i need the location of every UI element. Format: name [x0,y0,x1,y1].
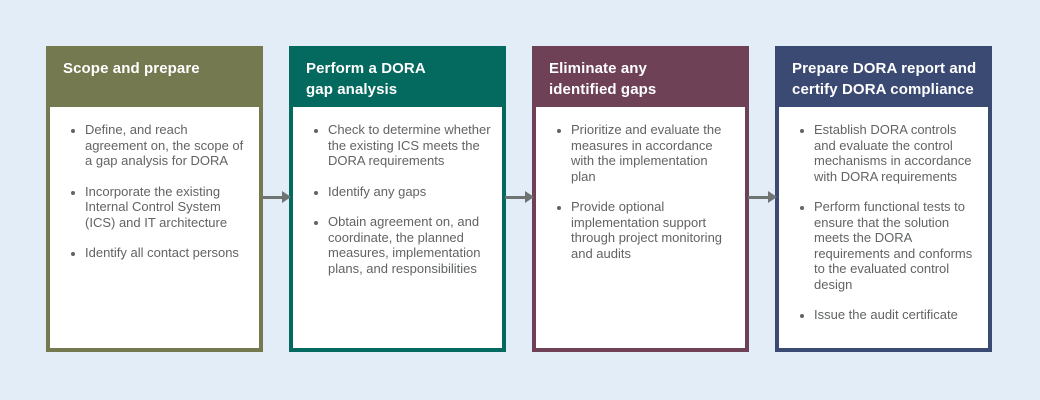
bullet-item: Obtain agreement on, and coordinate, the… [328,214,492,276]
step-eliminate-gaps: Eliminate any identified gaps Prioritize… [532,46,749,352]
step-body: Check to determine whether the existing … [293,107,502,348]
bullet-item: Establish DORA controls and evaluate the… [814,122,978,184]
step-title: Prepare DORA report and certify DORA com… [792,60,977,98]
bullet-item: Incorporate the existing Internal Contro… [85,184,249,231]
bullet-list: Establish DORA controls and evaluate the… [783,122,978,323]
arrow-right-icon [748,191,777,203]
bullet-item: Identify any gaps [328,184,492,200]
step-title: Eliminate any identified gaps [549,60,657,98]
bullet-item: Issue the audit certificate [814,307,978,323]
bullet-item: Check to determine whether the existing … [328,122,492,169]
bullet-item: Prioritize and evaluate the measures in … [571,122,735,184]
bullet-list: Check to determine whether the existing … [297,122,492,276]
flow-connector [748,46,777,352]
flow-connector [262,46,291,352]
step-body: Define, and reach agreement on, the scop… [50,107,259,348]
bullet-item: Perform functional tests to ensure that … [814,199,978,292]
arrow-right-icon [262,191,291,203]
step-title: Scope and prepare [63,60,200,77]
step-body: Prioritize and evaluate the measures in … [536,107,745,348]
bullet-list: Define, and reach agreement on, the scop… [54,122,249,261]
step-scope-and-prepare: Scope and prepare Define, and reach agre… [46,46,263,352]
step-perform-gap-analysis: Perform a DORA gap analysis Check to det… [289,46,506,352]
bullet-item: Provide optional implementation support … [571,199,735,261]
process-flow: Scope and prepare Define, and reach agre… [0,0,1040,352]
arrow-right-icon [505,191,534,203]
step-title: Perform a DORA gap analysis [306,60,426,98]
step-body: Establish DORA controls and evaluate the… [779,107,988,348]
bullet-item: Define, and reach agreement on, the scop… [85,122,249,169]
bullet-list: Prioritize and evaluate the measures in … [540,122,735,261]
step-prepare-report-certify: Prepare DORA report and certify DORA com… [775,46,992,352]
bullet-item: Identify all contact persons [85,245,249,261]
flow-connector [505,46,534,352]
